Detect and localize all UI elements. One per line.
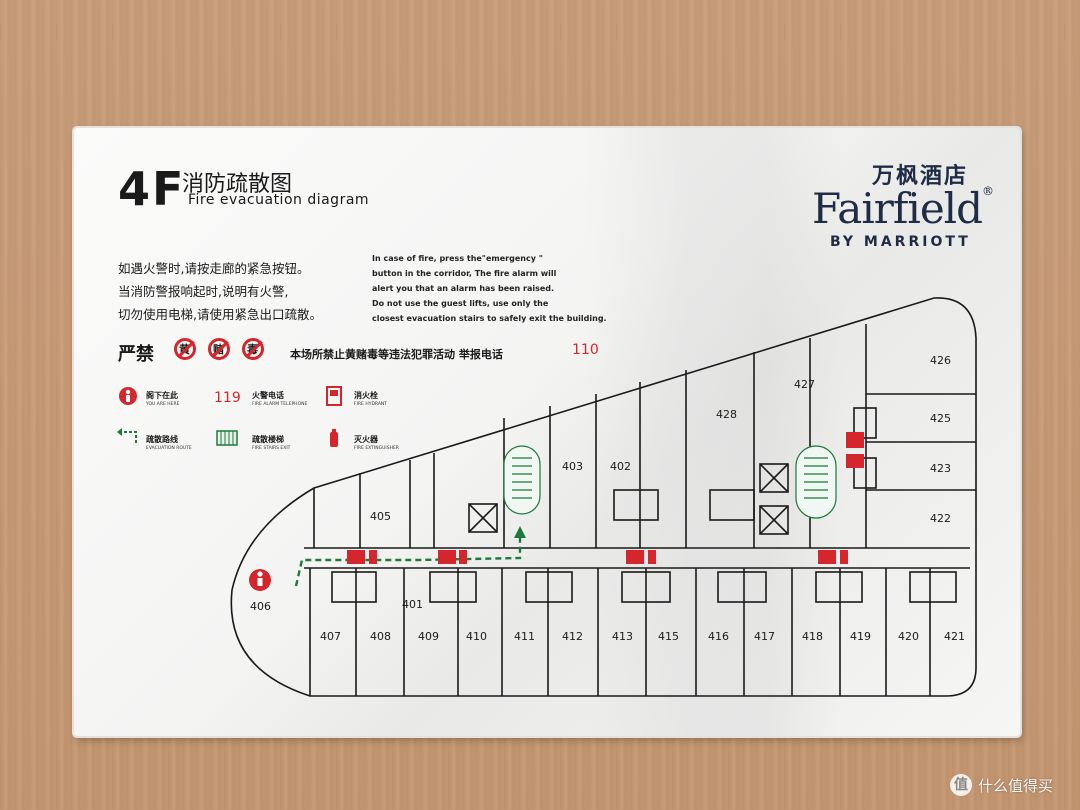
room-402: 402 [610,460,631,473]
fire-alarm-number: 119 [214,390,241,406]
instruction-cn-line: 如遇火警时,请按走廊的紧急按钮。 [118,261,310,276]
stairwell-right [795,445,837,519]
floor-number: 4F [118,162,186,216]
room-425: 425 [930,412,951,425]
legend-fire-stairs: 疏散楼梯 [252,435,284,444]
room-405: 405 [370,510,391,523]
legend-fire-extinguisher: 灭火器 [354,435,378,444]
room-417: 417 [754,630,775,643]
route-arrow [514,526,526,538]
room-420: 420 [898,630,919,643]
registered-mark: ® [982,184,994,198]
legend-fire-telephone-en: FIRE ALARM TELEPHONE [252,402,308,407]
instruction-en-line: alert you that an alarm has been raised. [372,284,555,293]
legend-fire-stairs-en: FIRE STAIRS EXIT [252,446,291,451]
no-pornography-icon: 黄 [174,338,196,360]
evacuation-route-icon [117,428,137,444]
instruction-en-line: Do not use the guest lifts, use only the [372,299,549,308]
room-412: 412 [562,630,583,643]
fire-hydrant-markers [347,432,864,564]
room-410: 410 [466,630,487,643]
room-428: 428 [716,408,737,421]
title-chinese: 消防疏散图 [182,172,293,197]
room-415: 415 [658,630,679,643]
brand-chinese-name: 万枫酒店 [872,163,969,189]
legend-evacuation-route: 疏散路线 [146,435,178,444]
no-drugs-icon: 毒 [242,338,264,360]
room-411: 411 [514,630,535,643]
legend-fire-hydrant: 消火栓 [354,391,378,400]
room-407: 407 [320,630,341,643]
stairwell-left [503,445,541,515]
site-watermark: 值 什么值得买 [950,774,1053,796]
watermark-text: 什么值得买 [978,776,1054,795]
fire-hydrant-icon [326,386,342,406]
room-406: 406 [250,600,271,613]
you-are-here-marker [249,569,271,591]
room-419: 419 [850,630,871,643]
brand-name: Fairfield [812,184,983,233]
instruction-en-line: closest evacuation stairs to safely exit… [372,314,607,323]
fire-extinguisher-icon [330,429,338,447]
building-outline [230,297,977,697]
room-408: 408 [370,630,391,643]
room-423: 423 [930,462,951,475]
legend-fire-telephone: 火警电话 [252,391,284,400]
legend-fire-hydrant-en: FIRE HYDRANT [354,402,388,407]
you-are-here-icon [119,387,137,405]
ban-notice: 本场所禁止黄赌毒等违法犯罪活动 举报电话 [290,348,503,361]
legend-you-are-here: 阁下在此 [146,391,178,400]
no-gambling-icon: 赌 [208,338,230,360]
room-426: 426 [930,354,951,367]
ban-label: 严禁 [118,344,154,365]
legend-you-are-here-en: YOU ARE HERE [146,402,180,407]
room-422: 422 [930,512,951,525]
instruction-cn-line: 切勿使用电梯,请使用紧急出口疏散。 [118,307,322,322]
instruction-cn-line: 当消防警报响起时,说明有火警, [118,284,289,299]
evacuation-route-path [294,532,522,587]
room-401: 401 [402,598,423,611]
room-418: 418 [802,630,823,643]
room-413: 413 [612,630,633,643]
brand-subtitle: BY MARRIOTT [830,234,971,250]
watermark-badge: 值 [950,774,972,796]
legend-fire-extinguisher-en: FIRE EXTINGUISHER [354,446,399,451]
police-number: 110 [572,342,599,358]
instruction-en-line: button in the corridor, The fire alarm w… [372,269,557,278]
room-409: 409 [418,630,439,643]
room-403: 403 [562,460,583,473]
brand-logo: Fairfield® [812,184,994,233]
floor-plan [230,297,977,697]
title-english: Fire evacuation diagram [188,192,370,208]
room-421: 421 [944,630,965,643]
room-427: 427 [794,378,815,391]
instruction-en-line: In case of fire, press the"emergency " [372,254,543,263]
room-416: 416 [708,630,729,643]
legend-evacuation-route-en: EVACUATION ROUTE [146,446,192,451]
fire-stairs-icon [216,430,238,446]
evacuation-sign: 4F 消防疏散图 Fire evacuation diagram 万枫酒店 Fa… [74,128,1020,736]
